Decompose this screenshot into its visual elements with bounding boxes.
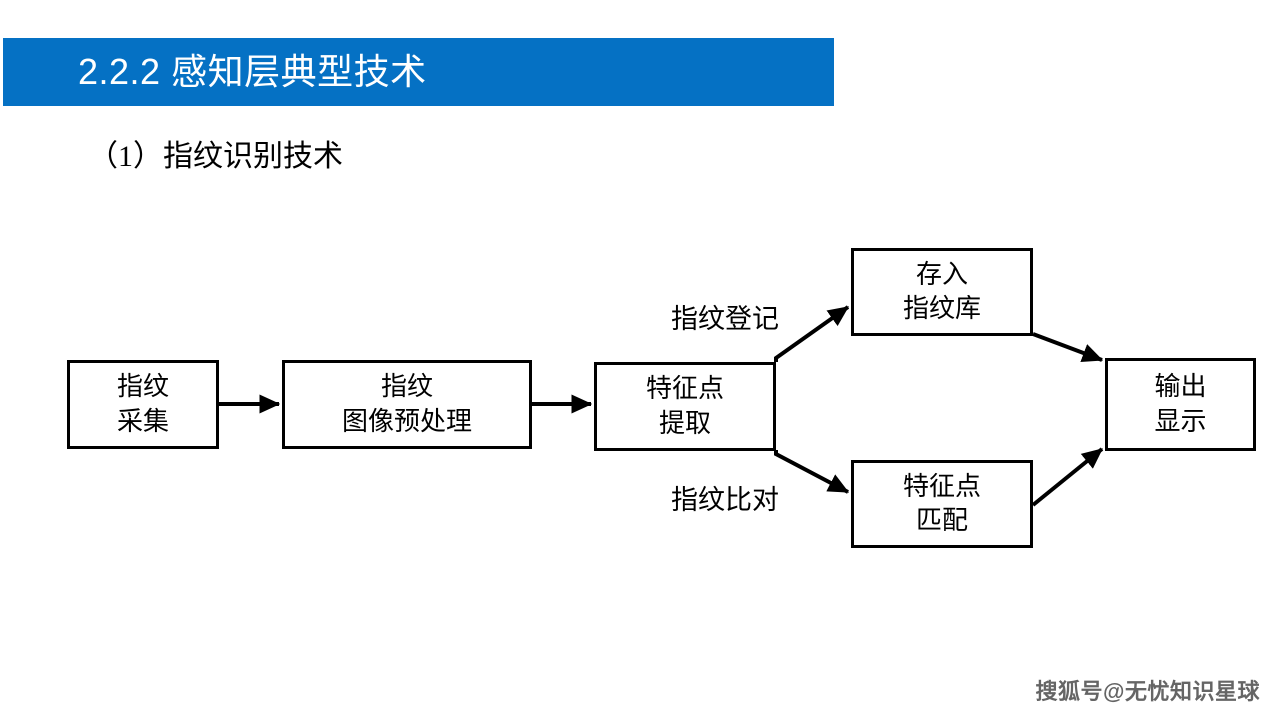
flow-node-store-database-line1: 存入 [915,259,968,289]
edge-extract-to-match [774,450,850,494]
edge-match-to-output [1031,447,1104,507]
subsection-heading: （1）指纹识别技术 [88,140,343,173]
section-title-bar [3,38,834,106]
flow-node-output-display-line2: 显示 [1154,406,1207,436]
edge-extract-to-store [774,305,850,362]
flow-node-preprocess[interactable]: 指纹 图像预处理 [282,360,532,449]
flow-node-feature-extract-line1: 特征点 [645,374,724,404]
flow-node-feature-extract[interactable]: 特征点 提取 [594,362,776,451]
flow-node-capture-line1: 指纹 [116,372,169,402]
flow-node-feature-match[interactable]: 特征点 匹配 [851,460,1033,548]
flow-node-feature-match-line2: 匹配 [915,506,968,535]
edge-label-fingerprint-verify: 指纹比对 [671,485,779,515]
flow-node-capture-line2: 采集 [116,406,169,436]
flow-node-feature-match-line1: 特征点 [902,471,981,501]
page-title: 2.2.2 感知层典型技术 [78,51,427,92]
edge-label-fingerprint-enroll: 指纹登记 [671,304,779,334]
flow-node-store-database[interactable]: 存入 指纹库 [851,248,1033,336]
edge-store-to-output [1032,332,1104,363]
flow-node-store-database-line2: 指纹库 [902,294,981,323]
flow-node-preprocess-line1: 指纹 [380,372,433,402]
flow-node-capture[interactable]: 指纹 采集 [67,360,219,449]
flow-node-feature-extract-line2: 提取 [658,408,711,438]
flow-node-preprocess-line2: 图像预处理 [341,406,472,436]
watermark-text: 搜狐号@无忧知识星球 [1035,679,1260,704]
flow-node-output-display-line1: 输出 [1154,372,1207,402]
flow-node-output-display[interactable]: 输出 显示 [1105,358,1256,451]
